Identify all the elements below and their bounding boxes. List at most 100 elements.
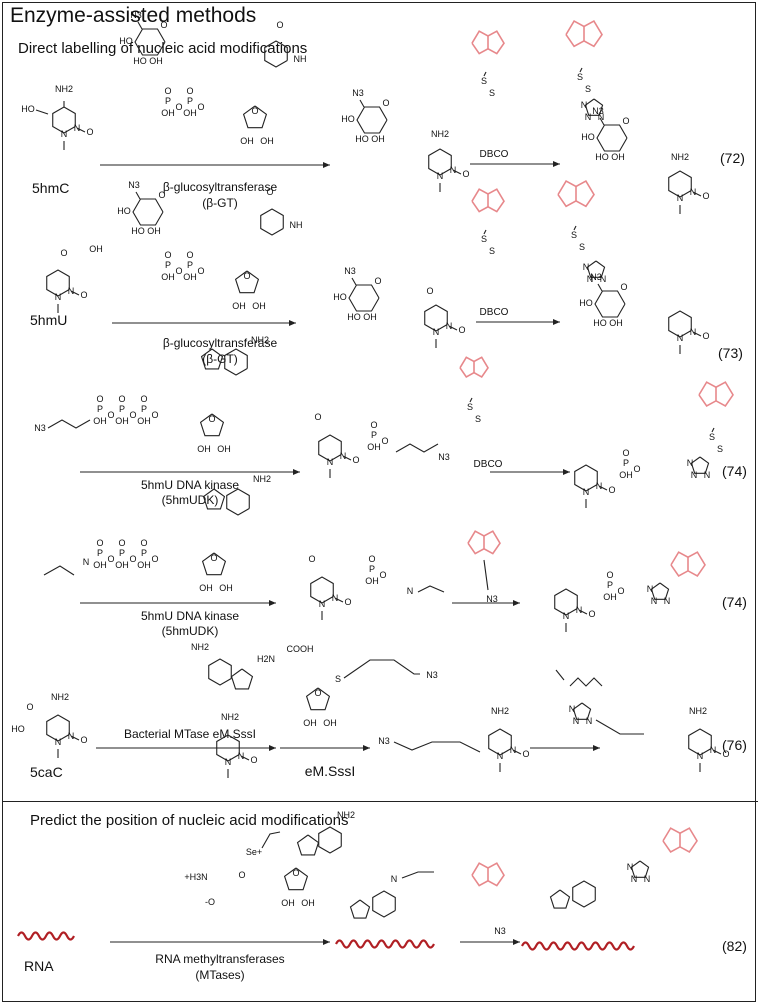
n-label: N [581, 100, 588, 110]
sulfur-label: S [717, 444, 723, 454]
o-label: O [210, 553, 217, 563]
o-label: O [370, 420, 377, 430]
nh-label: NH [294, 54, 307, 64]
nh2-label: NH2 [337, 810, 355, 820]
o-label: O [129, 410, 136, 420]
adenine-five-ring-82 [296, 834, 320, 856]
o-label: O [129, 554, 136, 564]
oh-label: OH [115, 416, 129, 426]
reagent-label: DBCO [479, 149, 509, 160]
arrow-72-step2-head [553, 161, 560, 167]
probe-dbco-72 [471, 30, 505, 55]
azide-bond [597, 283, 603, 292]
o-label: O [151, 410, 158, 420]
product-uracil-73 [424, 304, 448, 332]
n-label: N [583, 487, 590, 497]
o-label: O [352, 455, 359, 465]
oh-label: OH [93, 416, 107, 426]
sulfur-label: S [571, 230, 577, 240]
o-label: O [140, 394, 147, 404]
reference-number: (82) [722, 938, 747, 954]
n-label: N [586, 716, 593, 726]
enzyme-abbr-label: (MTases) [195, 968, 245, 982]
adenine-six-ring-74b [226, 488, 250, 516]
probe-product-82 [662, 827, 698, 853]
n-label: N [587, 274, 594, 284]
phosphorus-label: P [187, 260, 193, 270]
carbonyl-bond [512, 749, 522, 755]
ho-label: HO [119, 36, 133, 46]
nh2-label: NH2 [253, 474, 271, 484]
n-label: N [677, 193, 684, 203]
n-label: N [664, 596, 671, 606]
n-label: N [677, 333, 684, 343]
adenine-six-ring-final82 [572, 880, 596, 908]
o-label: O [702, 331, 709, 341]
carbonyl-bond [76, 127, 86, 133]
oh-label: OH [161, 108, 175, 118]
oh-label: OH [240, 136, 254, 146]
oh-label: OH [619, 470, 633, 480]
o-label: O [107, 410, 114, 420]
n-label: N [83, 557, 90, 567]
alkyne-product-chain [393, 741, 481, 753]
o-label: O [722, 749, 729, 759]
ho-label: HO [21, 104, 35, 114]
nh2-label: NH2 [431, 129, 449, 139]
enzyme-label: 5hmU DNA kinase [140, 609, 240, 623]
product-uracil-74a [318, 434, 342, 462]
section-title-direct-labelling: Direct labelling of nucleic acid modific… [18, 40, 308, 57]
udp-ribose-73 [234, 270, 260, 294]
oh-label: OH [217, 444, 231, 454]
carbonyl-bond [452, 169, 462, 175]
oh-label: OH [367, 442, 381, 452]
azide-label: N3 [344, 266, 356, 276]
azide-label: N3 [494, 926, 506, 936]
ho-label: HO [333, 292, 347, 302]
product-uracil-74b [310, 576, 334, 604]
o-label: O [462, 169, 469, 179]
probe-azide-82 [471, 862, 505, 887]
product-cytosine [428, 148, 452, 176]
phosphorus-label: P [187, 96, 193, 106]
n-label: N [497, 751, 504, 761]
o-label: O [175, 266, 182, 276]
s-bond [573, 225, 577, 231]
n-label: N [704, 470, 711, 480]
o-label: O [622, 116, 629, 126]
uracil-ring-73 [260, 208, 284, 236]
carbonyl-bond [240, 755, 250, 761]
nh2-label: NH2 [191, 642, 209, 652]
oh-label: OH [365, 576, 379, 586]
n-label: N [563, 611, 570, 621]
n-label: N [391, 874, 398, 884]
arrow-82-step1-head [323, 939, 330, 945]
carbonyl-bond [578, 609, 588, 615]
o-label: O [381, 436, 388, 446]
dna-attachment-mark [569, 677, 603, 687]
n-label: N [585, 112, 592, 122]
carbonyl-bond [70, 290, 80, 296]
n-label: N [627, 862, 634, 872]
substrate-name: 5hmC [32, 180, 70, 196]
enzyme-label: β-glucosyltransferase [162, 336, 278, 350]
phosphorus-label: P [165, 260, 171, 270]
arrow-74a-step1-head [293, 469, 300, 475]
o-label: O [164, 250, 171, 260]
reference-number: (73) [718, 345, 743, 361]
oh-label: OH [371, 134, 385, 144]
figure-title: Enzyme-assisted methods [10, 4, 257, 27]
o-label: O [160, 20, 167, 30]
n-label: N [225, 757, 232, 767]
phosphorus-label: P [97, 404, 103, 414]
o-label: O [60, 248, 67, 258]
o-label: O [382, 98, 389, 108]
o-label: O [175, 102, 182, 112]
substrate-name: 5caC [30, 764, 63, 780]
n-label: N [319, 599, 326, 609]
o-label: O [292, 868, 299, 878]
sulfur-label: S [585, 84, 591, 94]
sulfur-label: S [577, 72, 583, 82]
udp-ribose [242, 105, 268, 129]
n-label: N [327, 457, 334, 467]
